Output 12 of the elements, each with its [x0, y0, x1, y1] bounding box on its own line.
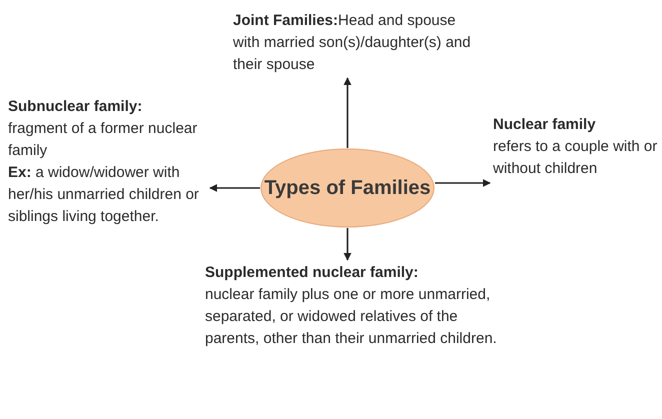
arrow — [344, 77, 352, 148]
category-heading: Subnuclear family: — [8, 97, 144, 117]
center-title: Types of Families — [264, 176, 431, 200]
category-heading: Nuclear family — [493, 115, 597, 135]
category-description: nuclear family plus one or more unmarried, separated, or widowed relatives of the parents, other than their unmarried children. — [205, 285, 498, 349]
category-description: Joint Families:Head and spouse with married son(s)/daughter(s) and their spouse — [233, 11, 472, 75]
category-heading: Supplemented nuclear family: — [205, 263, 420, 283]
arrow — [209, 184, 260, 192]
arrow — [435, 179, 491, 187]
category-description: refers to a couple with or without children — [493, 137, 658, 179]
arrow — [344, 228, 352, 261]
category-description: Ex: a widow/widower with her/his unmarried children or siblings living together. — [8, 163, 200, 227]
